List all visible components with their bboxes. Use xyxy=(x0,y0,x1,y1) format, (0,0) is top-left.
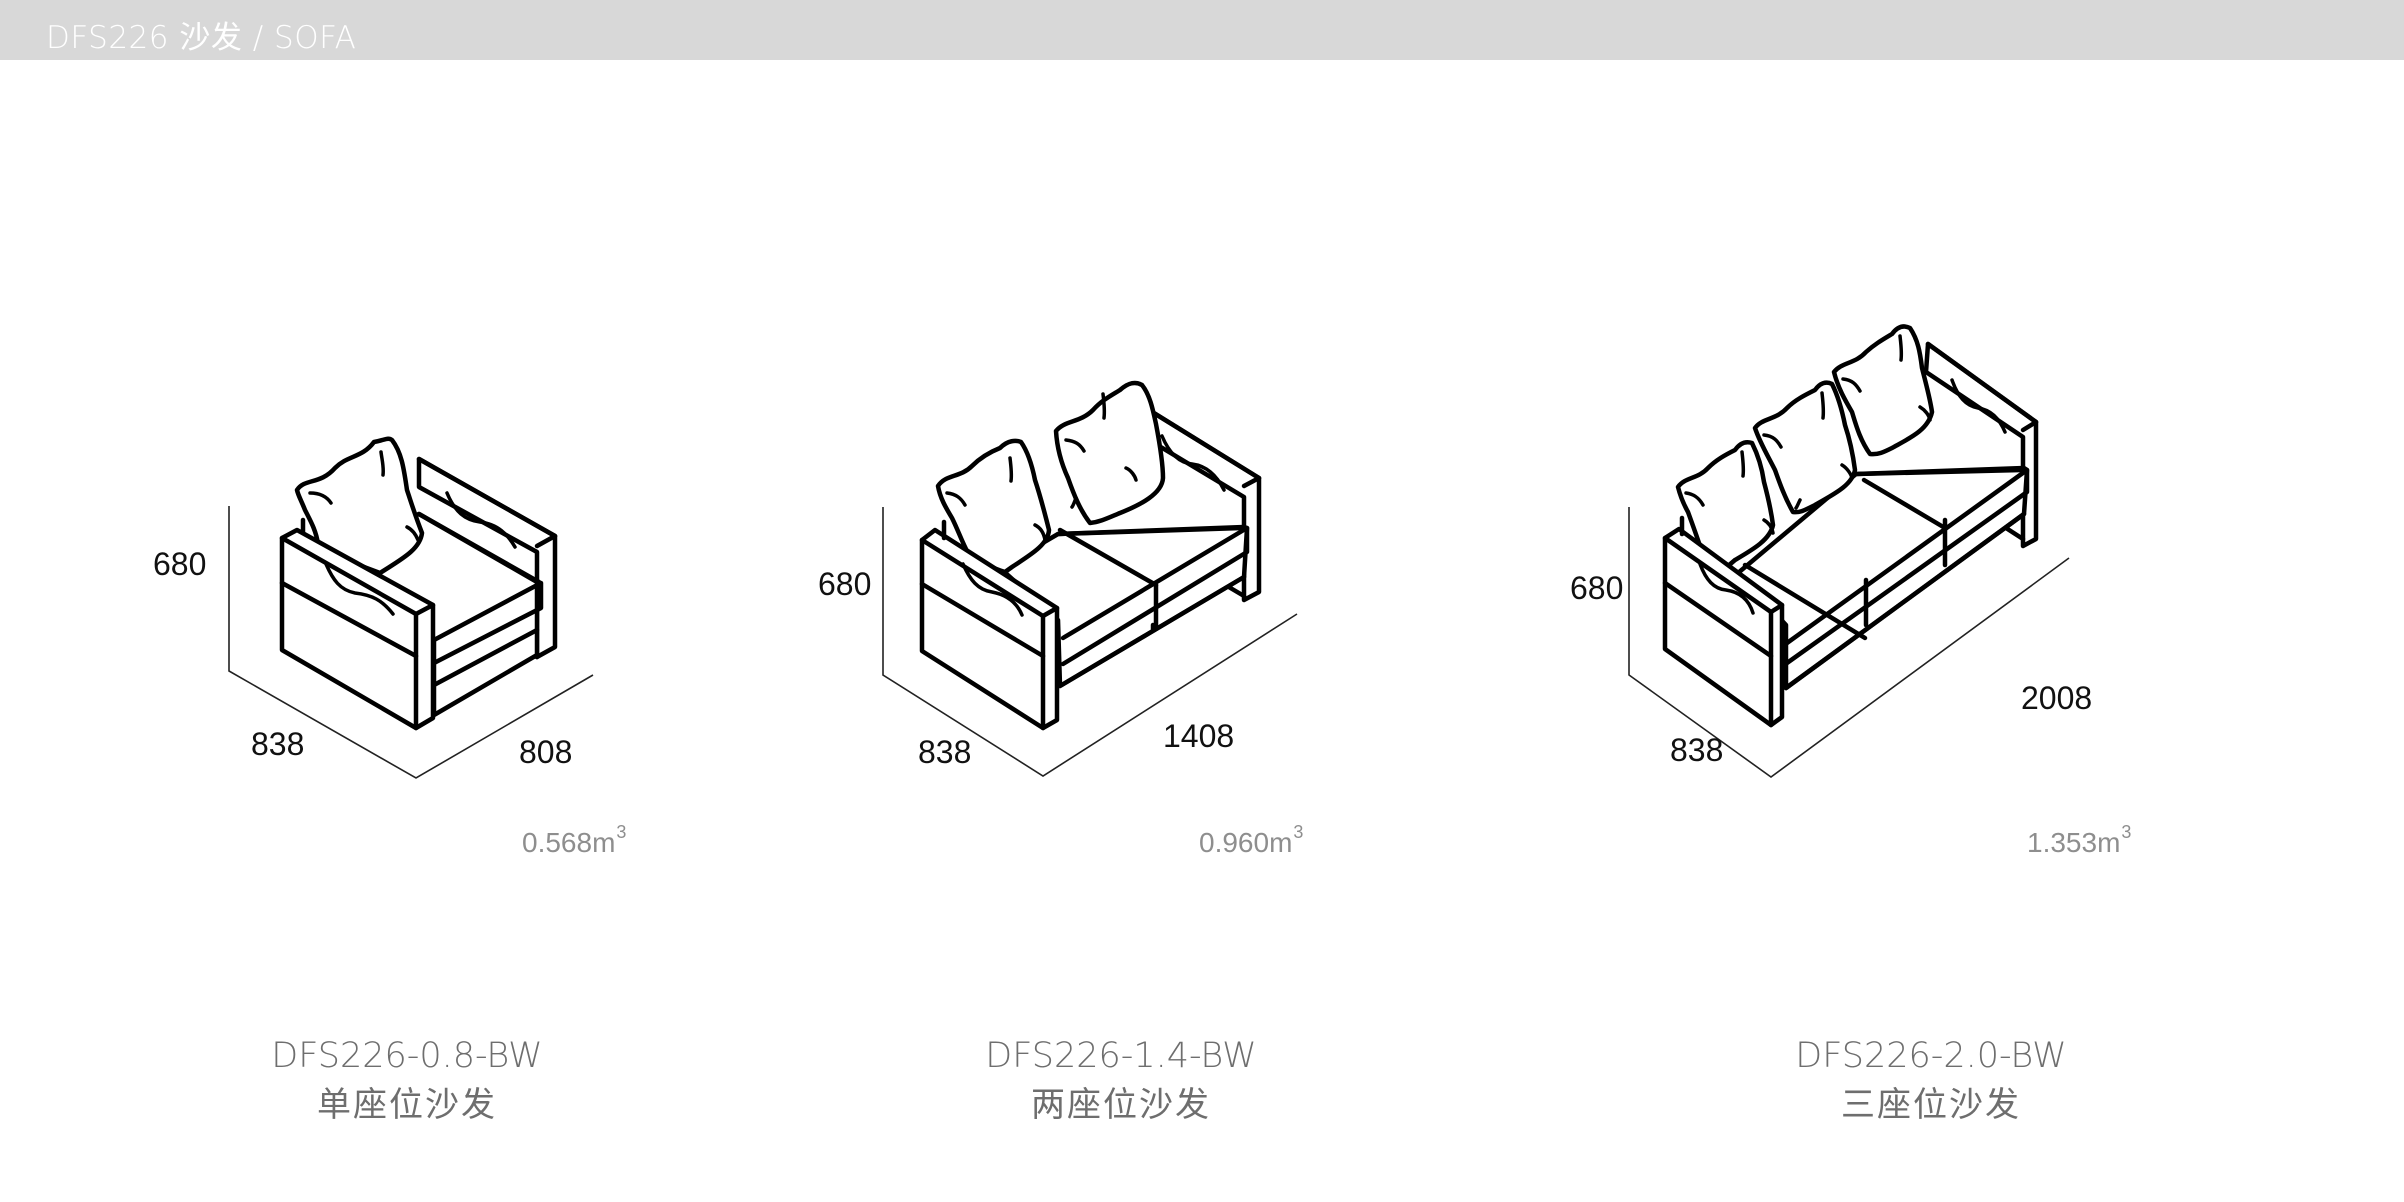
volume-value: 1.353m xyxy=(2027,827,2121,858)
model-code: DFS226-2.0-BW xyxy=(1795,1036,2067,1076)
three-seat-width-label: 2008 xyxy=(2021,680,2093,716)
two-seat-height-label: 680 xyxy=(818,566,872,602)
model-name: 单座位沙发 xyxy=(317,1085,497,1125)
page-title: DFS226 沙发 / SOFA xyxy=(46,20,357,56)
two-seat-depth-label: 838 xyxy=(918,734,972,770)
model-code: DFS226-1.4-BW xyxy=(985,1036,1257,1076)
header-bar: DFS226 沙发 / SOFA xyxy=(0,0,2404,60)
three-seat-height-label: 680 xyxy=(1570,570,1624,606)
two-seat-width-label: 1408 xyxy=(1163,718,1235,754)
armchair-height-label: 680 xyxy=(153,546,207,582)
three-seat-sofa-drawing xyxy=(1628,324,2070,778)
three-seat-volume: 1.353m3 xyxy=(2027,822,2131,859)
volume-value: 0.960m xyxy=(1199,827,1293,858)
armchair-width-label: 808 xyxy=(519,734,573,770)
model-code: DFS226-0.8-BW xyxy=(271,1036,543,1076)
two-seat-caption: DFS226-1.4-BW 两座位沙发 xyxy=(911,1032,1331,1130)
armchair-volume: 0.568m3 xyxy=(522,822,626,859)
armchair-depth-label: 838 xyxy=(251,726,305,762)
armchair-drawing xyxy=(228,436,594,779)
three-seat-caption: DFS226-2.0-BW 三座位沙发 xyxy=(1721,1032,2141,1130)
model-name: 三座位沙发 xyxy=(1841,1085,2021,1125)
volume-unit-sup: 3 xyxy=(2121,822,2132,842)
three-seat-depth-label: 838 xyxy=(1670,732,1724,768)
armchair-caption: DFS226-0.8-BW 单座位沙发 xyxy=(197,1032,617,1130)
volume-value: 0.568m xyxy=(522,827,616,858)
volume-unit-sup: 3 xyxy=(616,822,627,842)
two-seat-sofa-drawing xyxy=(882,380,1298,777)
volume-unit-sup: 3 xyxy=(1293,822,1304,842)
model-name: 两座位沙发 xyxy=(1031,1085,1211,1125)
two-seat-volume: 0.960m3 xyxy=(1199,822,1303,859)
